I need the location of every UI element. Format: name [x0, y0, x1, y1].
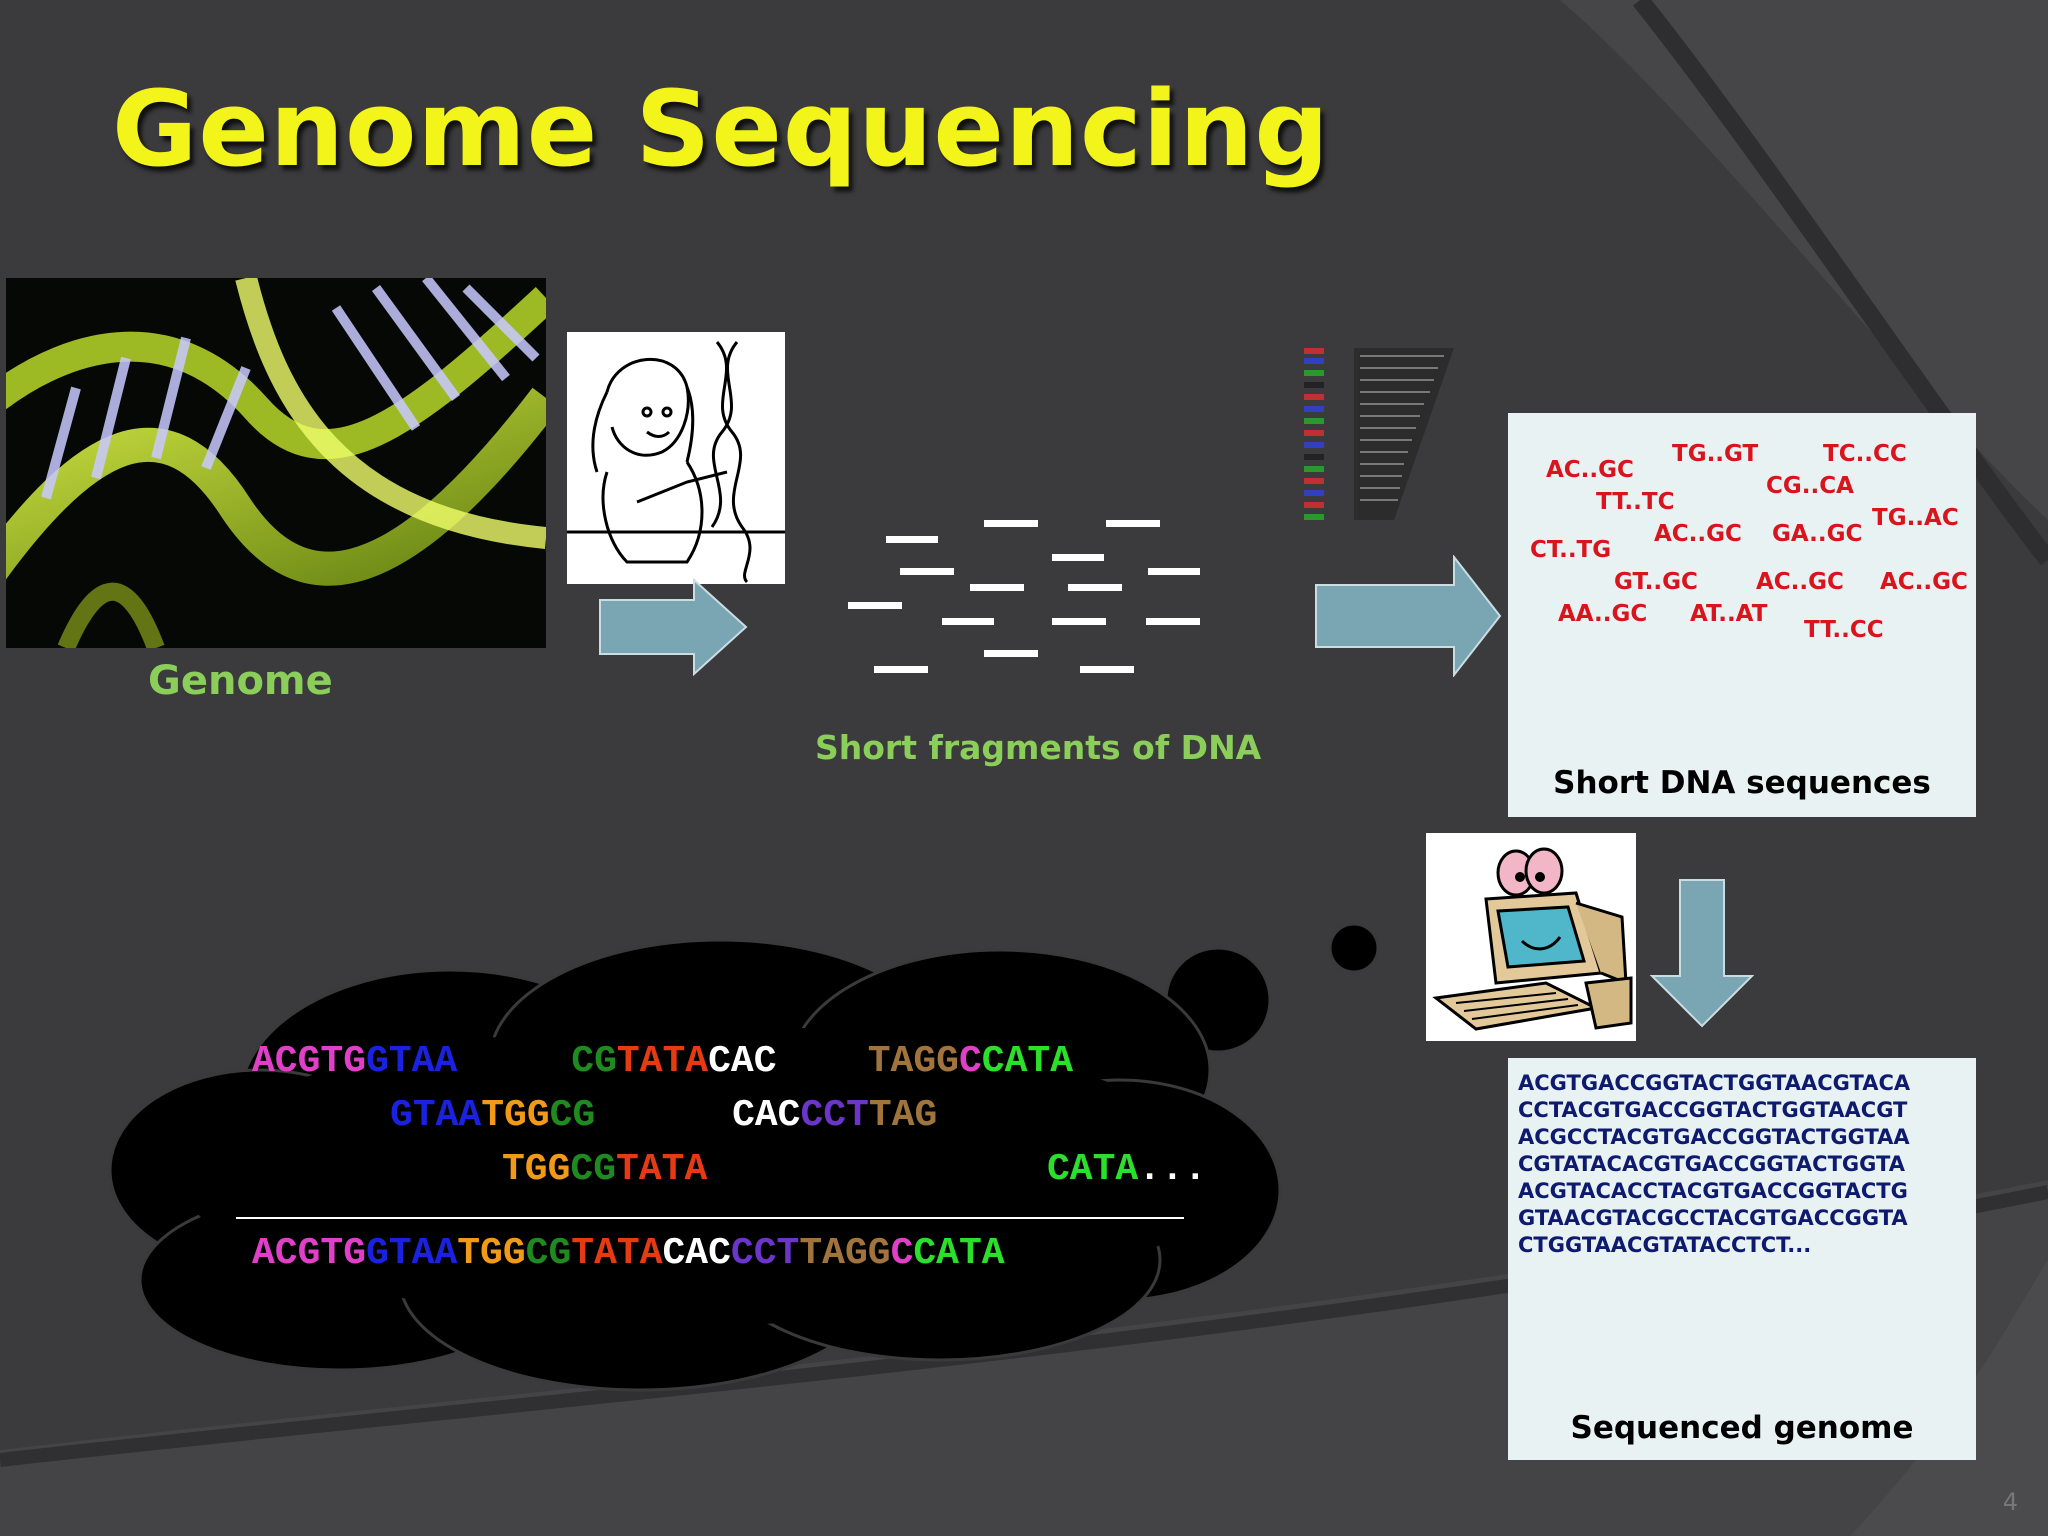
read-label: TG..AC	[1872, 505, 1959, 531]
genome-label: Genome	[148, 658, 333, 704]
sequence-segment: TATA	[616, 1148, 708, 1191]
slide-title: Genome Sequencing	[112, 68, 1330, 190]
gel-sequencer-image	[1304, 348, 1454, 520]
page-number: 4	[2002, 1488, 2018, 1516]
genome-line: ACGCCTACGTGACCGGTACTGGTAA	[1518, 1125, 1910, 1149]
assembly-row-3: TGGCGTATA	[502, 1148, 707, 1191]
dna-fragments-dashes	[848, 520, 1200, 673]
sequence-segment: TAGG	[867, 1040, 959, 1083]
sequence-segment: ...	[1138, 1148, 1207, 1191]
sequence-segment: CAC	[708, 1040, 777, 1083]
fragments-label: Short fragments of DNA	[815, 728, 1262, 767]
read-label: TC..CC	[1823, 441, 1907, 467]
read-label: TT..CC	[1804, 617, 1884, 643]
thought-cloud	[108, 922, 1380, 1392]
assembly-row-2: GTAATGGCG CACCCTTAG	[390, 1094, 937, 1137]
genome-line: ACGTACACCTACGTGACCGGTACTG	[1518, 1179, 1908, 1203]
sequence-segment: CAC	[662, 1232, 731, 1275]
genome-line: CGTATACACGTGACCGGTACTGGTA	[1518, 1152, 1905, 1176]
sequenced-genome-box: ACGTGACCGGTACTGGTAACGTACA CCTACGTGACCGGT…	[1508, 1058, 1976, 1460]
sequence-segment: GTAA	[366, 1232, 458, 1275]
sequence-segment: CG	[571, 1040, 617, 1083]
right-arrow	[599, 578, 748, 676]
right-arrow	[1315, 555, 1502, 677]
sequence-segment: TGG	[481, 1094, 550, 1137]
read-label: AC..GC	[1880, 569, 1968, 595]
read-label: GT..GC	[1614, 569, 1698, 595]
genome-line: GTAACGTACGCCTACGTGACCGGTA	[1518, 1206, 1908, 1230]
sequence-segment: TGG	[457, 1232, 526, 1275]
read-label: GA..GC	[1772, 521, 1863, 547]
read-label: TG..GT	[1672, 441, 1759, 467]
genome-line: ACGTGACCGGTACTGGTAACGTACA	[1518, 1071, 1911, 1095]
read-label: AT..AT	[1690, 601, 1768, 627]
genome-line: CCTACGTGACCGGTACTGGTAACGT	[1518, 1098, 1908, 1122]
sequence-segment: CATA	[1047, 1148, 1139, 1191]
sequence-segment: TATA	[571, 1232, 663, 1275]
read-label: CG..CA	[1766, 473, 1854, 499]
sequence-segment: CG	[525, 1232, 572, 1275]
scissors-person-illustration	[567, 332, 785, 584]
sequence-segment: ACGTG	[252, 1040, 367, 1083]
sequenced-genome-text: ACGTGACCGGTACTGGTAACGTACA CCTACGTGACCGGT…	[1518, 1070, 1910, 1259]
read-label: TT..TC	[1596, 489, 1675, 515]
sequence-segment	[457, 1040, 571, 1083]
sequence-segment: CG	[570, 1148, 617, 1191]
computer-character-illustration	[1426, 833, 1636, 1041]
sequence-segment: C	[958, 1040, 982, 1083]
read-label: CT..TG	[1530, 537, 1612, 563]
read-label: AC..GC	[1546, 457, 1634, 483]
read-label: AA..GC	[1558, 601, 1648, 627]
sequence-segment: TAGG	[799, 1232, 891, 1275]
genome-line: CTGGTAACGTATACCTCT...	[1518, 1233, 1812, 1257]
sequence-segment: CAC	[732, 1094, 801, 1137]
dna-helix-image	[6, 278, 546, 648]
sequence-segment: CATA	[981, 1040, 1073, 1083]
sequence-segment: CG	[549, 1094, 596, 1137]
read-label: AC..GC	[1654, 521, 1742, 547]
sequence-segment: C	[890, 1232, 914, 1275]
sequenced-genome-caption: Sequenced genome	[1570, 1410, 1914, 1446]
sequence-segment	[777, 1040, 868, 1083]
assembly-row-1: ACGTGGTAA CGTATACAC TAGGCCATA	[252, 1040, 1073, 1083]
down-arrow	[1650, 879, 1754, 1028]
assembly-row-3-end: CATA...	[1047, 1148, 1207, 1191]
read-label: AC..GC	[1756, 569, 1844, 595]
short-dna-sequences-box: AC..GC TG..GT TC..CC TT..TC CG..CA CT..T…	[1508, 413, 1976, 817]
sequence-segment: CATA	[913, 1232, 1005, 1275]
assembled-sequence: ACGTGGTAATGGCGTATACACCCTTAGGCCATA	[252, 1232, 1005, 1275]
sequence-segment: CCT	[730, 1232, 800, 1275]
sequence-segment: GTAA	[366, 1040, 458, 1083]
sequence-segment: ACGTG	[252, 1232, 367, 1275]
sequence-segment: GTAA	[390, 1094, 482, 1137]
sequence-segment: TATA	[616, 1040, 709, 1083]
sequence-segment	[595, 1094, 732, 1137]
sequence-segment: TAG	[868, 1094, 938, 1137]
short-dna-sequences-caption: Short DNA sequences	[1553, 765, 1931, 801]
sequence-segment: CCT	[800, 1094, 869, 1137]
sequence-segment: TGG	[502, 1148, 571, 1191]
